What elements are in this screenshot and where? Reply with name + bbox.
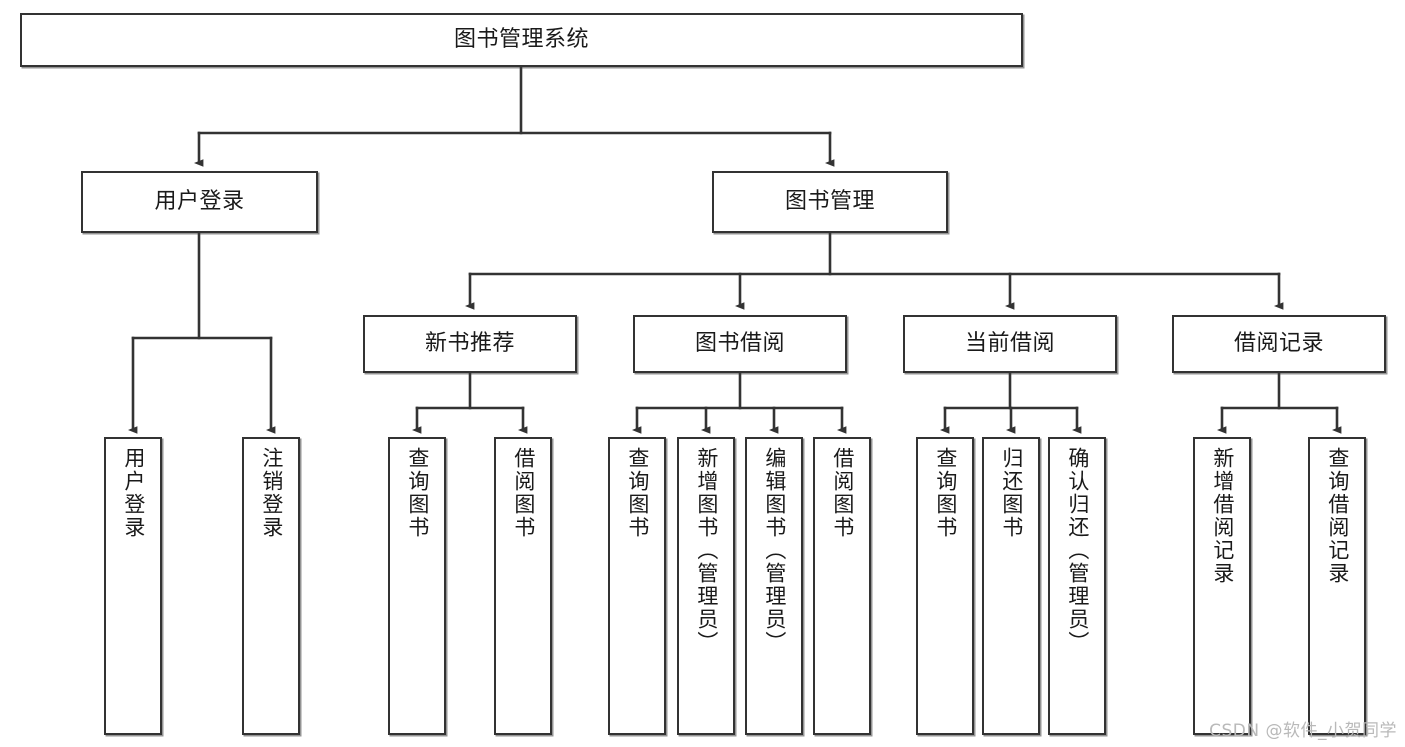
node-current-borrow-label: 当前借阅	[964, 331, 1055, 357]
leaf-borrow-borrow-book[interactable]: 借阅图书	[813, 437, 871, 735]
leaf-new-book-query[interactable]: 查询图书	[388, 437, 446, 735]
node-book-borrow-label: 图书借阅	[694, 331, 785, 357]
node-new-book-recommend[interactable]: 新书推荐	[363, 315, 577, 373]
leaf-records-add[interactable]: 新增借阅记录	[1193, 437, 1251, 735]
leaf-label: 借阅图书	[830, 447, 855, 539]
node-borrow-records-label: 借阅记录	[1233, 331, 1324, 357]
leaf-records-query[interactable]: 查询借阅记录	[1308, 437, 1366, 735]
leaf-borrow-edit-book[interactable]: 编辑图书（管理员）	[745, 437, 803, 735]
node-new-book-recommend-label: 新书推荐	[424, 331, 515, 357]
node-user-login[interactable]: 用户登录	[81, 171, 318, 233]
leaf-label: 新增借阅记录	[1210, 447, 1235, 585]
leaf-label: 用户登录	[121, 447, 146, 539]
leaf-user-login-logout[interactable]: 注销登录	[242, 437, 300, 735]
leaf-current-confirm-return[interactable]: 确认归还（管理员）	[1048, 437, 1106, 735]
leaf-label: 新增图书（管理员）	[694, 447, 719, 654]
node-book-management-label: 图书管理	[784, 189, 875, 215]
node-user-login-label: 用户登录	[154, 189, 245, 215]
leaf-label: 查询借阅记录	[1325, 447, 1350, 585]
leaf-borrow-query[interactable]: 查询图书	[608, 437, 666, 735]
leaf-current-return[interactable]: 归还图书	[982, 437, 1040, 735]
leaf-label: 查询图书	[933, 447, 958, 539]
node-book-borrow[interactable]: 图书借阅	[633, 315, 847, 373]
leaf-label: 借阅图书	[511, 447, 536, 539]
leaf-borrow-add-book[interactable]: 新增图书（管理员）	[677, 437, 735, 735]
leaf-current-query[interactable]: 查询图书	[916, 437, 974, 735]
leaf-label: 归还图书	[999, 447, 1024, 539]
leaf-user-login-login[interactable]: 用户登录	[104, 437, 162, 735]
leaf-label: 查询图书	[625, 447, 650, 539]
node-current-borrow[interactable]: 当前借阅	[903, 315, 1117, 373]
node-root[interactable]: 图书管理系统	[20, 13, 1023, 67]
leaf-new-book-borrow[interactable]: 借阅图书	[494, 437, 552, 735]
node-root-label: 图书管理系统	[453, 27, 589, 53]
node-book-management[interactable]: 图书管理	[712, 171, 948, 233]
watermark-text: CSDN @软件_小贺同学	[1209, 721, 1397, 741]
leaf-label: 查询图书	[405, 447, 430, 539]
leaf-label: 确认归还（管理员）	[1065, 447, 1090, 654]
node-borrow-records[interactable]: 借阅记录	[1172, 315, 1386, 373]
leaf-label: 编辑图书（管理员）	[762, 447, 787, 654]
leaf-label: 注销登录	[259, 447, 284, 539]
